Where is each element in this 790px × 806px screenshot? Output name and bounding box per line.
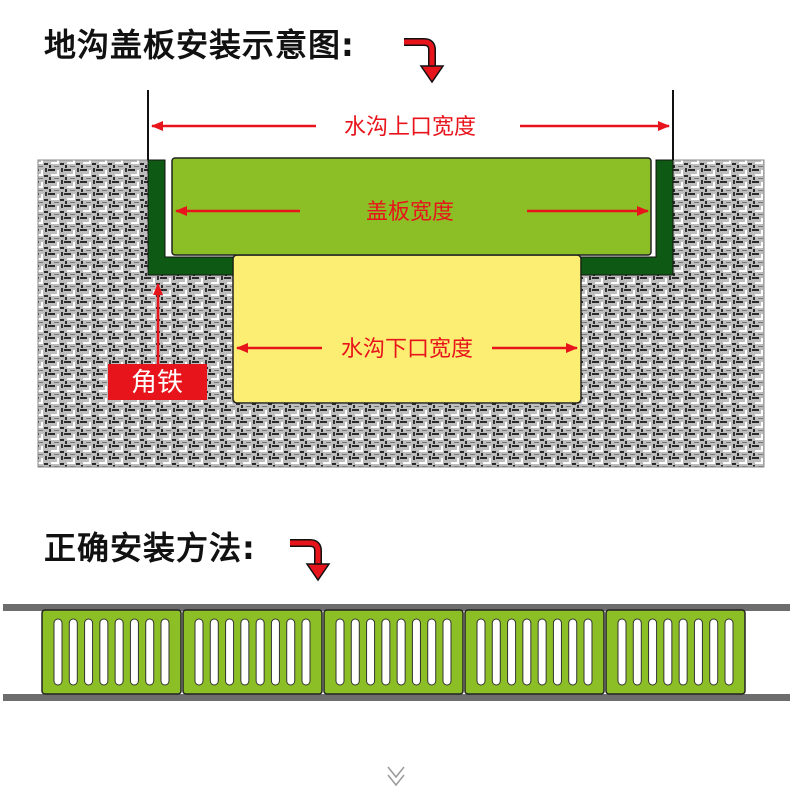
grate-slot [194,618,204,686]
grate-slot [301,618,311,686]
grate-slot [366,618,376,686]
double-chevron-down-icon[interactable] [387,766,405,787]
grate-slot [693,618,703,686]
grate-slot [411,618,421,686]
grate-slot [568,618,578,686]
angle-iron-left [147,159,234,276]
grate-slot [255,618,265,686]
grate-slot [583,618,593,686]
grate-slot [427,618,437,686]
grate-slot [286,618,296,686]
angle-iron-label: 角铁 [131,368,183,398]
curved-down-arrow-icon [290,539,331,582]
grate-slot [678,618,688,686]
grate-panel [464,609,605,695]
grate-slot [114,618,124,686]
grate-slot [709,618,719,686]
rail-top [3,604,790,611]
grate-slot [350,618,360,686]
grate-slot [270,618,280,686]
grate-slot [335,618,345,686]
grate-slot [145,618,155,686]
grate-slot [209,618,219,686]
grate-slot [552,618,562,686]
curved-down-arrow-icon [404,38,445,84]
grate-slot [99,618,109,686]
grate-slot [537,618,547,686]
grate-slot [53,618,63,686]
diagram-title: 地沟盖板安装示意图: [44,26,355,64]
grate-slot [507,618,517,686]
grate-slot [617,618,627,686]
grate-slot [225,618,235,686]
grate-slot [442,618,452,686]
bottom-opening-width-label: 水沟下口宽度 [341,337,473,362]
grate-panel [323,609,464,695]
channel-opening [232,254,582,404]
grate-slot [648,618,658,686]
grate-slot [522,618,532,686]
installation-method-title: 正确安装方法: [44,529,256,567]
grate-panel [182,609,323,695]
grate-slot [663,618,673,686]
grate-slot [240,618,250,686]
grate-slot [724,618,734,686]
cover-width-label: 盖板宽度 [366,200,454,225]
grate-row [41,609,746,695]
grate-panel [41,609,182,695]
angle-iron-label-box [108,364,207,400]
rail-bottom [3,694,790,701]
grate-slot [68,618,78,686]
grate-panel [605,609,746,695]
top-opening-width-label: 水沟上口宽度 [344,115,476,140]
grate-slot [84,618,94,686]
grate-slot [491,618,501,686]
grate-slot [381,618,391,686]
grate-slot [632,618,642,686]
cover-plate [171,157,652,256]
grate-slot [160,618,170,686]
grate-slot [396,618,406,686]
grate-slot [476,618,486,686]
grate-slot [129,618,139,686]
